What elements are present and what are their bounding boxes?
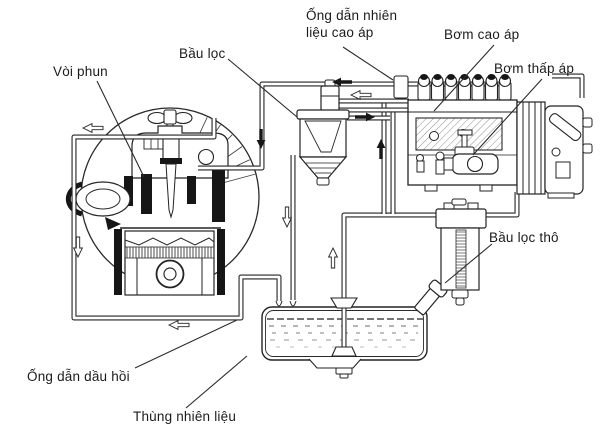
label-coarse-filter: Bầu lọc thô [489,230,559,245]
label-return-line: Ống dẫn dầu hồi [27,369,130,384]
delivery-valves [417,74,512,101]
coarse-filter [435,198,487,306]
wrist-pin [155,259,185,289]
fuel-tank [261,279,448,379]
flow-arrow-outline-left-icon [82,123,104,133]
leader-coarse-filter [444,243,493,284]
drain-plug [335,367,353,375]
flow-arrow-outline-down-icon [282,206,292,228]
label-hp-line: Ống dẫn nhiên liệu cao áp [306,8,398,40]
inlet-elbow [393,75,409,99]
leader-return-line [134,319,238,369]
governor [516,101,593,199]
injector-nozzle [160,135,182,219]
piston [124,230,215,296]
airflow-arrow-icon [105,217,121,230]
tank-fittings [275,297,358,357]
flow-arrow-outline-up-icon [328,247,338,269]
leader-filter [227,58,298,118]
leader-lines [96,44,543,409]
leader-hp-line [342,46,394,81]
leader-lp-pump [472,78,543,156]
label-hp-pump: Bơm cao áp [444,27,520,42]
leader-hp-pump [433,44,495,112]
flow-arrow-outline-left-icon [168,320,190,330]
flow-arrow-outline-left-icon [350,90,372,100]
leader-fuel-tank [185,355,248,409]
drip-icon [289,300,297,307]
tank-sump [308,358,362,369]
label-lp-pump: Bơm thấp áp [494,61,575,76]
leader-injector [96,80,145,178]
label-filter: Bầu lọc [179,46,226,61]
label-fuel-tank: Thùng nhiên liệu [133,409,237,424]
pump-return-stub [552,73,585,98]
low-pressure-pump [443,153,499,175]
fuel-filter [296,79,350,186]
injection-pump [393,74,593,199]
label-injector: Vòi phun [53,64,108,79]
intake-port [65,181,131,230]
drip-icon [275,300,283,307]
